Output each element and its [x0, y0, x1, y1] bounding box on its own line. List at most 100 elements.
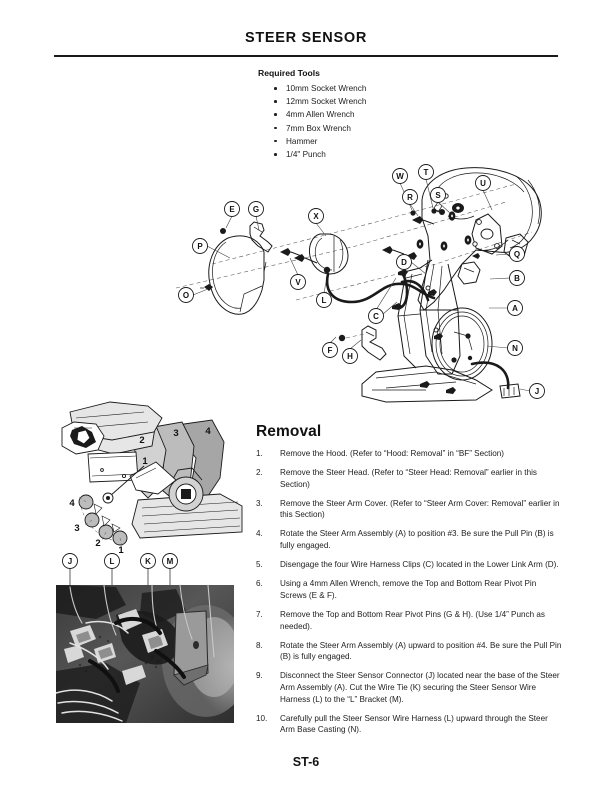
svg-text:H: H — [347, 352, 353, 361]
callout-M: M — [162, 553, 178, 569]
svg-text:U: U — [480, 179, 486, 188]
svg-text:E: E — [229, 205, 235, 214]
svg-text:J: J — [68, 557, 72, 566]
position-number-1: 1 — [142, 456, 148, 467]
svg-text:A: A — [512, 304, 518, 313]
removal-step: 9. Disconnect the Steer Sensor Connector… — [256, 670, 564, 705]
callout-T: T — [418, 164, 434, 180]
step-number: 2. — [256, 468, 263, 478]
removal-section: Removal 1. Remove the Hood. (Refer to “H… — [256, 423, 564, 743]
svg-text:L: L — [110, 557, 115, 566]
step-text: Remove the Steer Head. (Refer to “Steer … — [280, 468, 537, 489]
step-text: Remove the Hood. (Refer to “Hood: Remova… — [280, 449, 504, 458]
removal-step: 7. Remove the Top and Bottom Rear Pivot … — [256, 609, 564, 632]
position-number-4: 4 — [205, 426, 211, 437]
callout-W: W — [392, 168, 408, 184]
step-number: 5. — [256, 560, 263, 570]
step-number: 6. — [256, 579, 263, 589]
svg-text:R: R — [407, 193, 413, 202]
step-number: 4. — [256, 529, 263, 539]
svg-text:B: B — [514, 274, 520, 283]
svg-text:L: L — [322, 296, 327, 305]
tool-item: 7mm Box Wrench — [258, 122, 518, 135]
removal-step: 3. Remove the Steer Arm Cover. (Refer to… — [256, 498, 564, 521]
callout-Q: Q — [509, 246, 525, 262]
removal-step: 1. Remove the Hood. (Refer to “Hood: Rem… — [256, 448, 564, 460]
callout-U: U — [475, 175, 491, 191]
callout-bubbles: E G R S U W T X P O V L C D F H Q B A N … — [178, 164, 545, 399]
removal-step: 2. Remove the Steer Head. (Refer to “Ste… — [256, 467, 564, 490]
step-text: Disengage the four Wire Harness Clips (C… — [280, 560, 559, 570]
callout-P: P — [192, 238, 208, 254]
svg-text:C: C — [373, 312, 379, 321]
svg-text:X: X — [313, 212, 319, 221]
required-tools-list: 10mm Socket Wrench 12mm Socket Wrench 4m… — [258, 82, 518, 161]
svg-text:F: F — [328, 346, 333, 355]
position-number-2: 2 — [139, 435, 144, 446]
callout-L: L — [104, 553, 120, 569]
callout-E: E — [224, 201, 240, 217]
callout-L: L — [316, 292, 332, 308]
svg-text:J: J — [535, 387, 539, 396]
svg-text:P: P — [197, 242, 203, 251]
step-text: Rotate the Steer Arm Assembly (A) to pos… — [280, 529, 554, 551]
svg-text:O: O — [183, 291, 189, 300]
callout-D: D — [396, 254, 412, 270]
callout-O: O — [178, 287, 194, 303]
callout-F: F — [322, 342, 338, 358]
step-number: 7. — [256, 609, 263, 619]
tool-item: 4mm Allen Wrench — [258, 108, 518, 121]
svg-text:M: M — [167, 557, 174, 566]
required-tools-heading: Required Tools — [258, 68, 320, 78]
callout-S: S — [430, 187, 446, 203]
tool-item: 10mm Socket Wrench — [258, 82, 518, 95]
step-text: Using a 4mm Allen Wrench, remove the Top… — [280, 579, 537, 600]
svg-text:S: S — [435, 191, 441, 200]
required-tools-section: Required Tools 10mm Socket Wrench 12mm S… — [258, 68, 518, 161]
removal-step: 10. Carefully pull the Steer Sensor Wire… — [256, 713, 564, 736]
step-number: 9. — [256, 671, 263, 681]
step-text: Rotate the Steer Arm Assembly (A) upward… — [280, 640, 562, 662]
page-title: STEER SENSOR — [244, 30, 367, 46]
svg-text:V: V — [295, 278, 301, 287]
tool-item: 12mm Socket Wrench — [258, 95, 518, 108]
callout-H: H — [342, 348, 358, 364]
step-number: 10. — [256, 713, 268, 723]
svg-text:T: T — [424, 168, 429, 177]
photo-callouts: J L K M — [62, 553, 178, 569]
step-text: Remove the Steer Arm Cover. (Refer to “S… — [280, 498, 560, 520]
svg-text:D: D — [401, 258, 407, 267]
callout-J: J — [62, 553, 78, 569]
callout-K: K — [140, 553, 156, 569]
arc-number-1: 1 — [118, 545, 124, 556]
callout-N: N — [507, 340, 523, 356]
position-number-3: 3 — [173, 428, 178, 439]
callout-G: G — [248, 201, 264, 217]
callout-R: R — [402, 189, 418, 205]
svg-text:W: W — [396, 172, 404, 181]
tool-item: 1/4" Punch — [258, 148, 518, 161]
callout-B: B — [509, 270, 525, 286]
step-text: Carefully pull the Steer Sensor Wire Har… — [280, 713, 548, 735]
arc-number-4: 4 — [69, 498, 75, 509]
svg-text:Q: Q — [514, 250, 520, 259]
removal-step: 4. Rotate the Steer Arm Assembly (A) to … — [256, 528, 564, 551]
callout-C: C — [368, 308, 384, 324]
step-text: Disconnect the Steer Sensor Connector (J… — [280, 671, 560, 704]
removal-step: 5. Disengage the four Wire Harness Clips… — [256, 559, 564, 571]
page-number: ST-6 — [292, 755, 320, 769]
svg-text:K: K — [145, 557, 151, 566]
step-number: 3. — [256, 498, 263, 508]
step-number: 8. — [256, 640, 263, 650]
svg-text:G: G — [253, 205, 259, 214]
callout-A: A — [507, 300, 523, 316]
callout-V: V — [290, 274, 306, 290]
svg-text:N: N — [512, 344, 518, 353]
exploded-view-figure: .ln { fill:none; stroke:#1a1a1a; stroke-… — [176, 160, 576, 408]
removal-step: 6. Using a 4mm Allen Wrench, remove the … — [256, 578, 564, 601]
tool-item: Hammer — [258, 135, 518, 148]
header-divider — [54, 55, 558, 57]
step-text: Remove the Top and Bottom Rear Pivot Pin… — [280, 609, 545, 631]
arc-number-2: 2 — [95, 538, 100, 549]
arc-number-3: 3 — [74, 523, 79, 534]
